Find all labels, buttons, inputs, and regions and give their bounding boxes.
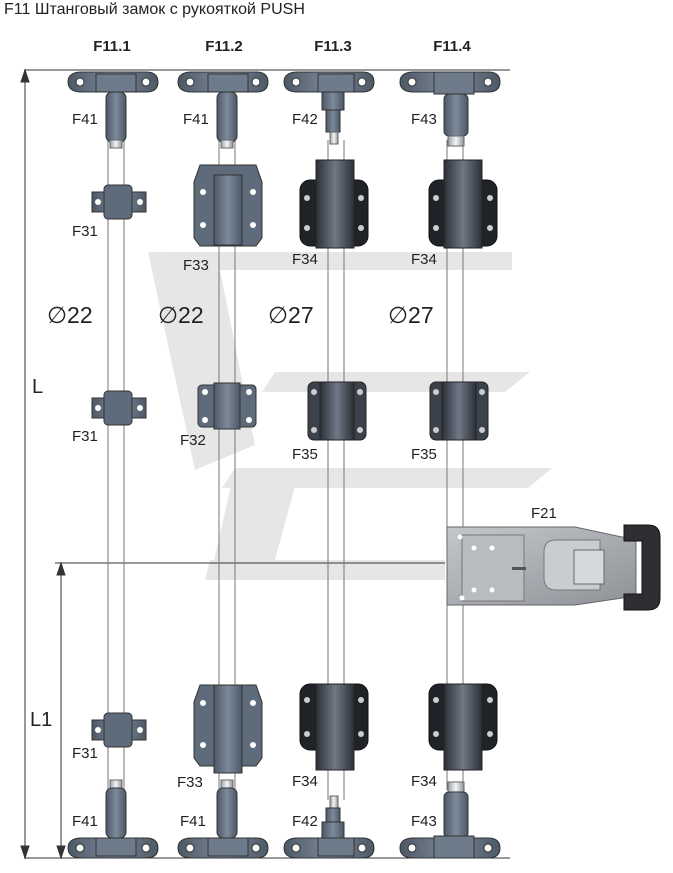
label-lower-guide-col3: F34 — [292, 773, 318, 790]
lower-guide-f33-col2 — [193, 684, 263, 774]
push-handle-f21 — [446, 524, 661, 611]
label-upper-guide-col2: F33 — [183, 257, 209, 274]
upper-guide-f34-col4 — [428, 159, 498, 249]
label-lower-guide-col2: F33 — [177, 774, 203, 791]
upper-guide-f34-col3 — [299, 159, 369, 249]
label-bottom-cap-col1: F41 — [72, 813, 98, 830]
page-title: F11 Штанговый замок с рукояткой PUSH — [4, 1, 305, 18]
label-top-cap-col2: F41 — [183, 111, 209, 128]
diameter-col4: ∅27 — [388, 302, 434, 328]
top-cap-f42-col3 — [283, 71, 375, 145]
label-upper-guide-col1: F31 — [72, 223, 98, 240]
label-middle-guide-col2: F32 — [180, 432, 206, 449]
label-bottom-cap-col2: F41 — [180, 813, 206, 830]
label-upper-guide-col3: F34 — [292, 251, 318, 268]
column-header-f11-3: F11.3 — [314, 38, 352, 55]
middle-guide-f32-col2 — [197, 382, 257, 430]
label-upper-guide-col4: F34 — [411, 251, 437, 268]
diameter-col3: ∅27 — [268, 302, 314, 328]
dimension-l1-label: L1 — [30, 709, 52, 731]
label-lower-guide-col1: F31 — [72, 745, 98, 762]
middle-guide-f35-col4 — [429, 381, 489, 441]
column-header-f11-1: F11.1 — [93, 38, 131, 55]
column-header-f11-4: F11.4 — [433, 38, 471, 55]
label-middle-guide-col3: F35 — [292, 446, 318, 463]
label-top-cap-col1: F41 — [72, 111, 98, 128]
label-middle-guide-col4: F35 — [411, 446, 437, 463]
top-cap-f43-col4 — [399, 71, 501, 147]
bottom-cap-f43-col4 — [399, 781, 501, 859]
label-bottom-cap-col4: F43 — [411, 813, 437, 830]
lower-guide-f31-col1 — [91, 712, 147, 748]
label-top-cap-col3: F42 — [292, 111, 318, 128]
column-header-f11-2: F11.2 — [205, 38, 243, 55]
lower-guide-f34-col3 — [299, 683, 369, 771]
diameter-col1: ∅22 — [47, 302, 93, 328]
top-cap-f41-col1 — [67, 71, 159, 149]
diameter-col2: ∅22 — [158, 302, 204, 328]
top-cap-f41-col2 — [177, 71, 269, 149]
label-top-cap-col4: F43 — [411, 111, 437, 128]
label-handle: F21 — [531, 505, 557, 522]
upper-guide-f33-col2 — [193, 164, 263, 247]
bottom-cap-f41-col2 — [177, 779, 269, 859]
middle-guide-f35-col3 — [307, 381, 367, 441]
upper-guide-f31-col1 — [91, 184, 147, 220]
lower-guide-f34-col4 — [428, 683, 498, 771]
bottom-cap-f42-col3 — [283, 795, 375, 859]
label-middle-guide-col1: F31 — [72, 428, 98, 445]
dimension-l-label: L — [32, 376, 43, 398]
bottom-cap-f41-col1 — [67, 779, 159, 859]
label-lower-guide-col4: F34 — [411, 773, 437, 790]
middle-guide-f31-col1 — [91, 390, 147, 426]
label-bottom-cap-col3: F42 — [292, 813, 318, 830]
